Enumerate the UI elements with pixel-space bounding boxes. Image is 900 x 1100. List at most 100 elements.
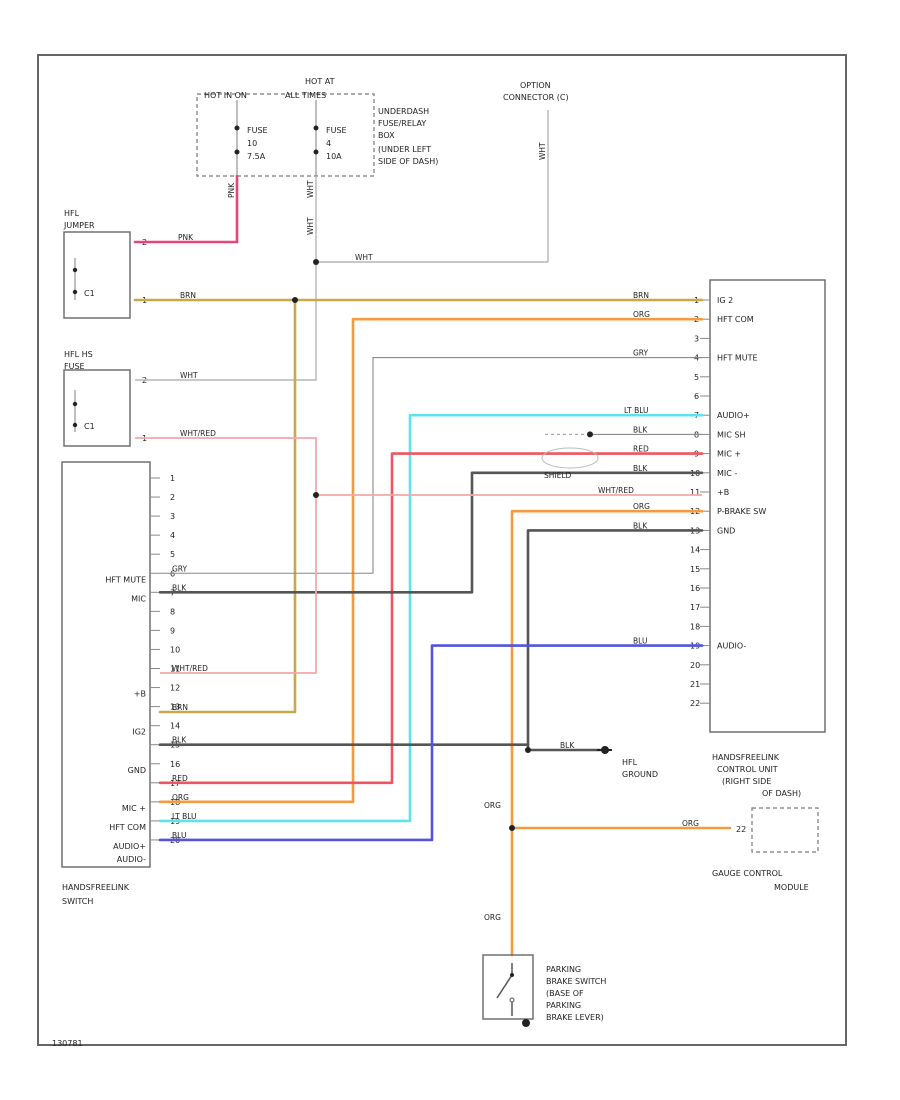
splice-point <box>292 297 298 303</box>
all-times-label: ALL TIMES <box>285 91 326 100</box>
wire-red-mic <box>158 452 704 785</box>
ground-wire-label: BLK <box>560 741 575 750</box>
fuse-box-desc-4: (UNDER LEFT <box>378 145 431 154</box>
hcu-pin-9-wire: RED <box>633 445 649 454</box>
hs-fuse-wire-b-label: WHT/RED <box>180 429 216 438</box>
switch-pin-label: AUDIO+ <box>113 842 146 851</box>
hfl-ground-label-1: HFL <box>622 758 638 767</box>
diagram-code: 130781 <box>52 1039 83 1048</box>
hfl-ground-label-2: GROUND <box>622 770 658 779</box>
hcu-name-3: (RIGHT SIDE <box>722 777 771 786</box>
switch-pin-3: 3 <box>170 512 175 521</box>
switch-pin-12: 12 <box>170 684 180 693</box>
hcu-pin-15: 15 <box>690 565 700 574</box>
fuse-a-wire-label: PNK <box>227 182 236 198</box>
option-connector-label-2: CONNECTOR (C) <box>503 93 569 102</box>
switch-pin-13: 13 <box>170 703 180 712</box>
hcu-name-4: OF DASH) <box>762 789 801 798</box>
hcu-pin-6: 6 <box>694 392 699 401</box>
hfl-jumper-contact: C1 <box>84 289 95 298</box>
splice-point <box>313 259 319 265</box>
hcu-pin-8-wire: BLK <box>633 425 648 434</box>
wire-blk-gnd <box>526 529 704 752</box>
hcu-name-1: HANDSFREELINK <box>712 753 780 762</box>
hcu-pin-3: 3 <box>694 334 699 343</box>
fuse-10-label: FUSE <box>247 126 268 135</box>
hcu-pin-2-wire: ORG <box>633 310 650 319</box>
shield-label: SHIELD <box>544 471 572 480</box>
splice-point <box>509 825 515 831</box>
switch-pin-11-wire: WHT/RED <box>172 664 208 673</box>
gauge-control-module: 22 GAUGE CONTROL MODULE <box>712 807 819 892</box>
switch-pin-2: 2 <box>170 493 175 502</box>
hcu-pin-4-wire: GRY <box>633 349 649 358</box>
mic-shield: SHIELD <box>541 447 599 480</box>
brake-label-2: BRAKE SWITCH <box>546 977 606 986</box>
hfl-jumper-title-1: HFL <box>64 209 80 218</box>
switch-pin-11: 11 <box>170 665 180 674</box>
hot-at-label: HOT AT <box>305 77 335 86</box>
hfl-hs-fuse-contact: C1 <box>84 422 95 431</box>
brake-wire-mid-label: ORG <box>484 913 501 922</box>
wire-pnk-jumper <box>133 174 239 244</box>
fuse-4-label: FUSE <box>326 126 347 135</box>
option-connector-label-1: OPTION <box>520 81 551 90</box>
switch-pin-19-wire: LT BLU <box>172 812 197 821</box>
switch-pin-8: 8 <box>170 607 175 616</box>
wire-whtred-switch <box>160 495 317 674</box>
switch-pin-6-wire: GRY <box>172 564 188 573</box>
fuse-box-desc-5: SIDE OF DASH) <box>378 157 438 166</box>
hcu-pin-label: +B <box>717 488 729 497</box>
fuse-b-wire-label: WHT <box>306 180 315 198</box>
hcu-pin-label: AUDIO+ <box>717 411 750 420</box>
brake-label-4: PARKING <box>546 1001 581 1010</box>
brake-label-1: PARKING <box>546 965 581 974</box>
wire-org-hftcom <box>158 317 704 804</box>
gauge-label-2: MODULE <box>774 883 809 892</box>
wire-brn-switch <box>158 298 297 714</box>
hcu-pin-7-wire: LT BLU <box>624 406 649 415</box>
switch-name-2: SWITCH <box>62 897 93 906</box>
hcu-pin-label: P-BRAKE SW <box>717 507 766 516</box>
hcu-pin-label: MIC + <box>717 450 741 459</box>
fuse-box-desc-3: BOX <box>378 131 395 140</box>
brake-label-3: (BASE OF <box>546 989 584 998</box>
switch-name-1: HANDSFREELINK <box>62 883 130 892</box>
hcu-pin-11: 11 <box>690 488 700 497</box>
switch-pin-7-wire: BLK <box>172 583 187 592</box>
fuse-10-number: 10 <box>247 139 257 148</box>
switch-pin-13-wire: BRN <box>172 703 188 712</box>
hcu-pin-18: 18 <box>690 622 700 631</box>
hcu-pin-21: 21 <box>690 680 700 689</box>
switch-pin-label: IG2 <box>132 728 146 737</box>
underdash-fuse-relay-box: HOT AT ALL TIMES HOT IN ON FUSE 10 7.5A … <box>196 77 438 177</box>
hcu-pin-1-wire: BRN <box>633 291 649 300</box>
option-connector: OPTION CONNECTOR (C) WHT <box>503 81 569 262</box>
hcu-pin-label: HFT MUTE <box>717 354 758 363</box>
hcu-pin-17: 17 <box>690 603 700 612</box>
hfl-jumper: HFL JUMPER C1 2 1 <box>63 209 147 319</box>
switch-pin-18-wire: ORG <box>172 793 189 802</box>
parking-brake-switch: PARKING BRAKE SWITCH (BASE OF PARKING BR… <box>482 954 606 1027</box>
hfl-ground: HFL GROUND <box>597 746 658 779</box>
hfl-hs-fuse-title-2: FUSE <box>64 362 85 371</box>
fuse-b-wire-label-2: WHT <box>306 217 315 235</box>
wire-org-pbrake <box>510 509 704 957</box>
switch-pin-17-wire: RED <box>172 774 188 783</box>
switch-pin-label: HFT MUTE <box>105 575 146 584</box>
gauge-label-1: GAUGE CONTROL <box>712 869 783 878</box>
jumper-wire-b-label: BRN <box>180 291 196 300</box>
splice-point <box>587 431 593 438</box>
fuse-box-desc-1: UNDERDASH <box>378 107 429 116</box>
gauge-pin: 22 <box>736 825 746 834</box>
gauge-wire-label: ORG <box>682 819 699 828</box>
hcu-pin-label: IG 2 <box>717 296 733 305</box>
jumper-wire-a-label: PNK <box>178 233 194 242</box>
hcu-pin-label: GND <box>717 526 735 535</box>
hcu-pin-label: MIC SH <box>717 430 745 439</box>
hcu-pin-11-wire: WHT/RED <box>598 486 634 495</box>
splice-point <box>525 747 531 753</box>
hcu-pin-19-wire: BLU <box>633 637 647 646</box>
